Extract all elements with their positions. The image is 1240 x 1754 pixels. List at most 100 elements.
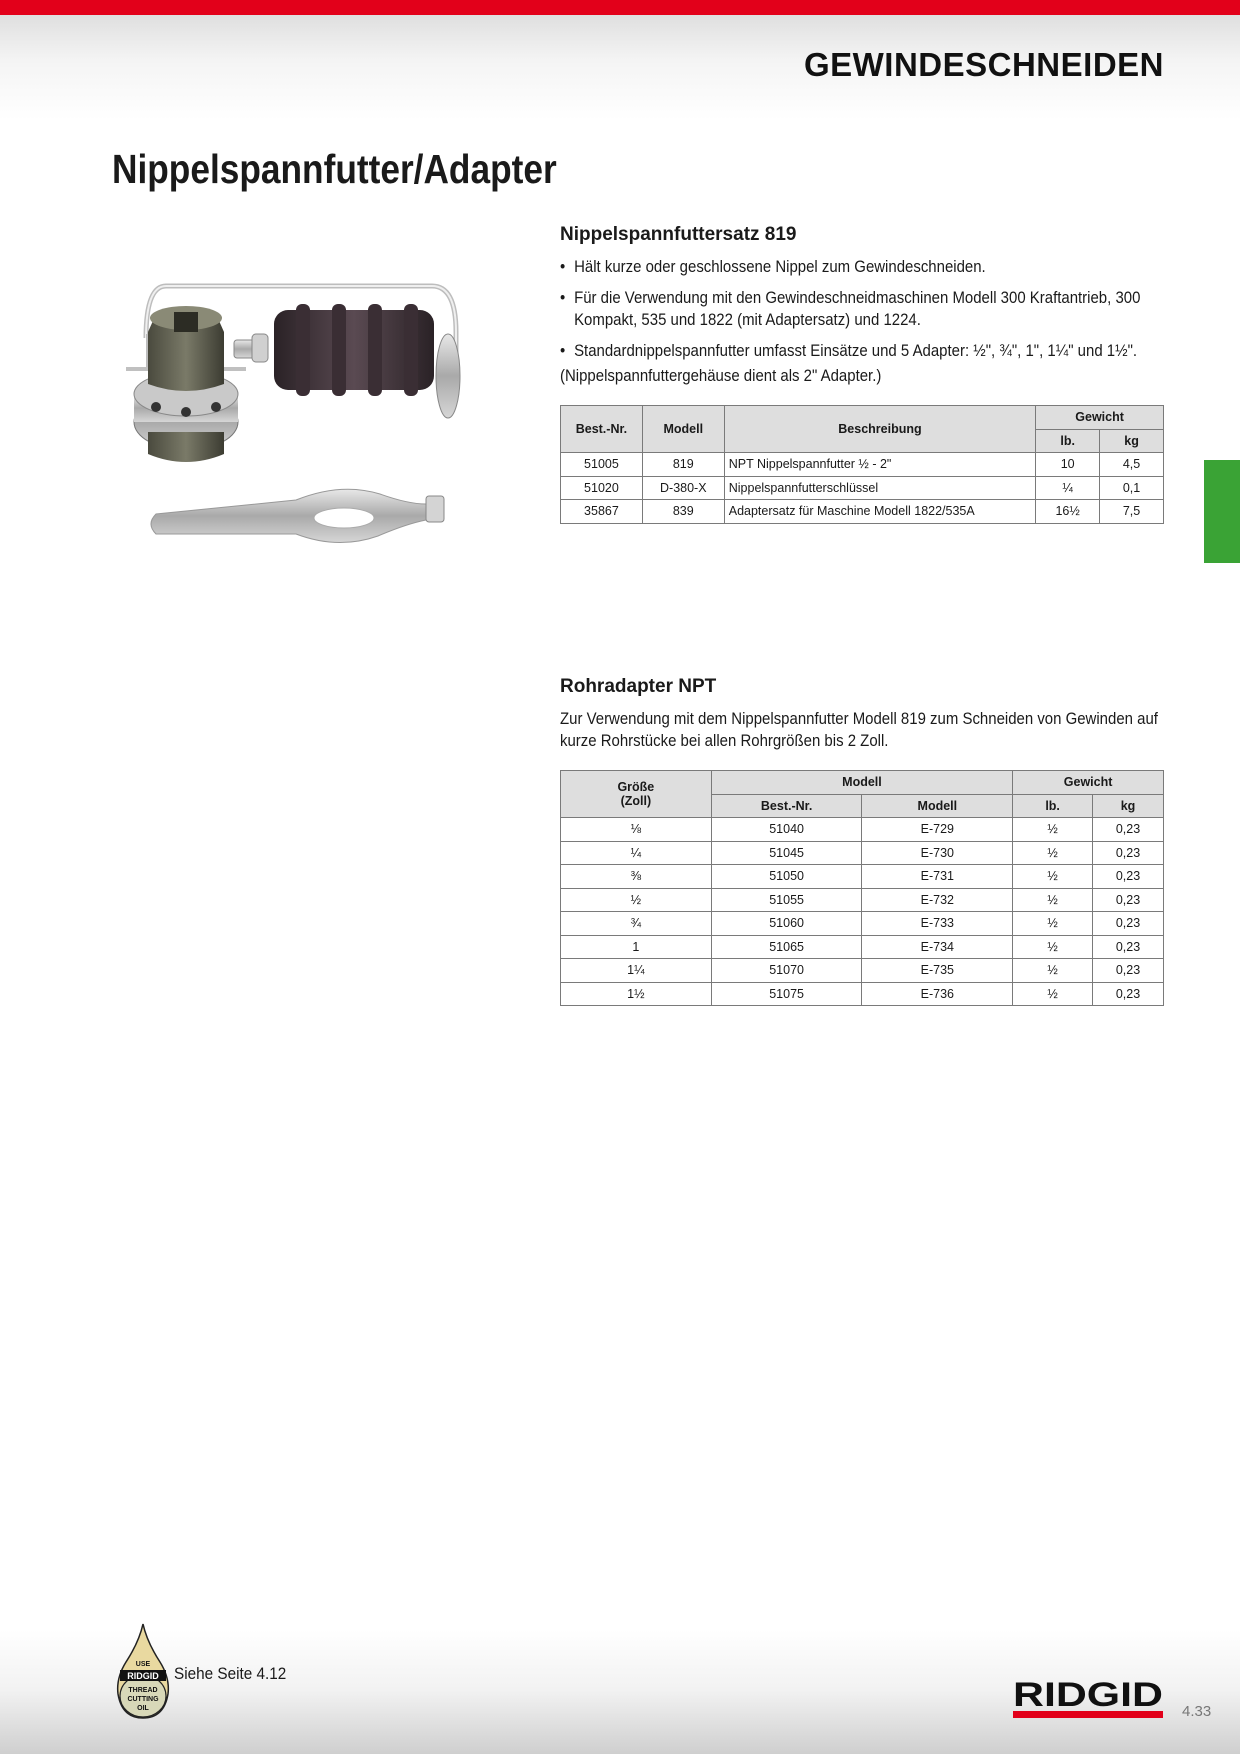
ridgid-logo: RIDGID	[1013, 1676, 1163, 1718]
cell-kg: 0,23	[1092, 958, 1164, 983]
table-row: 51020 D-380-X Nippelspannfutterschlüssel…	[560, 475, 1164, 500]
nipple-chuck-photo	[126, 283, 461, 543]
product-table-819: Best.-Nr. Modell Beschreibung Gewicht lb…	[560, 405, 1164, 524]
cell-size: 1¼	[560, 958, 712, 983]
product-intro: Zur Verwendung mit dem Nippelspannfutter…	[560, 709, 1158, 750]
feature-item: Hält kurze oder geschlossene Nippel zum …	[560, 256, 1180, 278]
col-header-kg: kg	[1092, 793, 1164, 818]
cell-order-no: 51065	[710, 934, 863, 959]
cell-size: 1½	[560, 981, 712, 1006]
table-row: ¼ 51045 E-730 ½ 0,23	[560, 840, 1164, 865]
col-header-size-line2: (Zoll)	[620, 794, 652, 808]
cell-lb: ½	[1012, 864, 1094, 889]
cell-kg: 0,23	[1092, 911, 1164, 936]
col-header-kg: kg	[1099, 428, 1164, 453]
table-row: 51005 819 NPT Nippelspannfutter ½ - 2" 1…	[560, 452, 1164, 477]
col-header-size-line1: Größe	[617, 780, 655, 794]
cell-kg: 4,5	[1099, 452, 1164, 477]
cell-model: E-736	[861, 981, 1014, 1006]
product-title: Nippelspannfuttersatz 819	[560, 224, 797, 245]
cell-order-no: 51040	[710, 817, 863, 842]
cell-kg: 0,23	[1092, 864, 1164, 889]
table-row: 1½ 51075 E-736 ½ 0,23	[560, 981, 1164, 1006]
cell-model: E-731	[861, 864, 1014, 889]
cell-order-no: 51045	[710, 840, 863, 865]
feature-note: (Nippelspannfuttergehäuse dient als 2" A…	[560, 366, 882, 385]
ridgid-logo-text: RIDGID	[1013, 1676, 1163, 1714]
header-band	[0, 0, 1240, 120]
cell-lb: ½	[1012, 934, 1094, 959]
table-row: 35867 839 Adaptersatz für Maschine Model…	[560, 499, 1164, 524]
cell-kg: 0,1	[1099, 475, 1164, 500]
col-header-lb: lb.	[1035, 428, 1101, 453]
cell-model: D-380-X	[641, 475, 725, 500]
col-header-model: Modell	[861, 793, 1014, 818]
product-section-pipe-adapter: Rohradapter NPT Zur Verwendung mit dem N…	[560, 676, 1180, 1006]
cell-order-no: 51050	[710, 864, 863, 889]
feature-item: Standardnippelspannfutter umfasst Einsät…	[560, 340, 1180, 362]
col-header-order-no: Best.-Nr.	[560, 405, 643, 453]
cell-order-no: 51020	[560, 475, 643, 500]
page-number: 4.33	[1182, 1703, 1212, 1720]
table-row: ⅛ 51040 E-729 ½ 0,23	[560, 817, 1164, 842]
cell-kg: 0,23	[1092, 981, 1164, 1006]
table-row: ½ 51055 E-732 ½ 0,23	[560, 887, 1164, 912]
cell-kg: 0,23	[1092, 817, 1164, 842]
cell-model: 839	[641, 499, 725, 524]
cell-lb: ¼	[1035, 475, 1101, 500]
cell-lb: ½	[1012, 840, 1094, 865]
cell-lb: ½	[1012, 911, 1094, 936]
footer-band	[0, 1630, 1240, 1754]
oil-badge-cutting: CUTTING	[127, 1696, 159, 1703]
col-header-weight: Gewicht	[1012, 770, 1164, 795]
cell-lb: ½	[1012, 887, 1094, 912]
cell-description: NPT Nippelspannfutter ½ - 2"	[723, 452, 1037, 477]
cell-kg: 0,23	[1092, 887, 1164, 912]
feature-list: Hält kurze oder geschlossene Nippel zum …	[560, 256, 1180, 362]
cell-kg: 7,5	[1099, 499, 1164, 524]
product-title: Rohradapter NPT	[560, 676, 717, 697]
col-header-model-group: Modell	[710, 770, 1014, 795]
cell-description: Nippelspannfutterschlüssel	[723, 475, 1037, 500]
cell-order-no: 51070	[710, 958, 863, 983]
cell-model: E-729	[861, 817, 1014, 842]
cell-lb: ½	[1012, 981, 1094, 1006]
cell-lb: ½	[1012, 958, 1094, 983]
col-header-lb: lb.	[1012, 793, 1094, 818]
col-header-description: Beschreibung	[723, 405, 1037, 453]
cell-size: ⅜	[560, 864, 712, 889]
table-row: 1 51065 E-734 ½ 0,23	[560, 934, 1164, 959]
cell-model: 819	[641, 452, 725, 477]
cell-order-no: 51075	[710, 981, 863, 1006]
cell-order-no: 51055	[710, 887, 863, 912]
cell-size: ½	[560, 887, 712, 912]
cell-order-no: 35867	[560, 499, 643, 524]
oil-badge-oil: OIL	[137, 1705, 149, 1712]
cell-size: ⅛	[560, 817, 712, 842]
table-row: ¾ 51060 E-733 ½ 0,23	[560, 911, 1164, 936]
product-section-819: Nippelspannfuttersatz 819 Hält kurze ode…	[560, 224, 1180, 524]
oil-badge-thread: THREAD	[128, 1687, 157, 1694]
col-header-order-no: Best.-Nr.	[710, 793, 863, 818]
col-header-size: Größe (Zoll)	[560, 770, 712, 818]
cell-order-no: 51060	[710, 911, 863, 936]
table-row: ⅜ 51050 E-731 ½ 0,23	[560, 864, 1164, 889]
cell-model: E-735	[861, 958, 1014, 983]
cell-size: ¾	[560, 911, 712, 936]
cell-size: ¼	[560, 840, 712, 865]
section-title: GEWINDESCHNEIDEN	[803, 46, 1164, 83]
oil-badge-brand: RIDGID	[127, 1671, 159, 1681]
cell-model: E-733	[861, 911, 1014, 936]
cell-lb: 16½	[1035, 499, 1101, 524]
page-title: Nippelspannfutter/Adapter	[112, 146, 557, 192]
chapter-tab[interactable]	[1204, 460, 1240, 563]
cell-model: E-732	[861, 887, 1014, 912]
oil-badge-use: USE	[136, 1661, 151, 1668]
product-table-adapters: Größe (Zoll) Modell Gewicht Best.-Nr. Mo…	[560, 770, 1164, 1006]
col-header-model: Modell	[641, 405, 725, 453]
cell-kg: 0,23	[1092, 840, 1164, 865]
cell-model: E-730	[861, 840, 1014, 865]
see-page-reference[interactable]: Siehe Seite 4.12	[174, 1664, 287, 1683]
cell-description: Adaptersatz für Maschine Modell 1822/535…	[723, 499, 1037, 524]
thread-cutting-oil-drop-icon: USE RIDGID THREAD CUTTING OIL	[116, 1623, 170, 1719]
